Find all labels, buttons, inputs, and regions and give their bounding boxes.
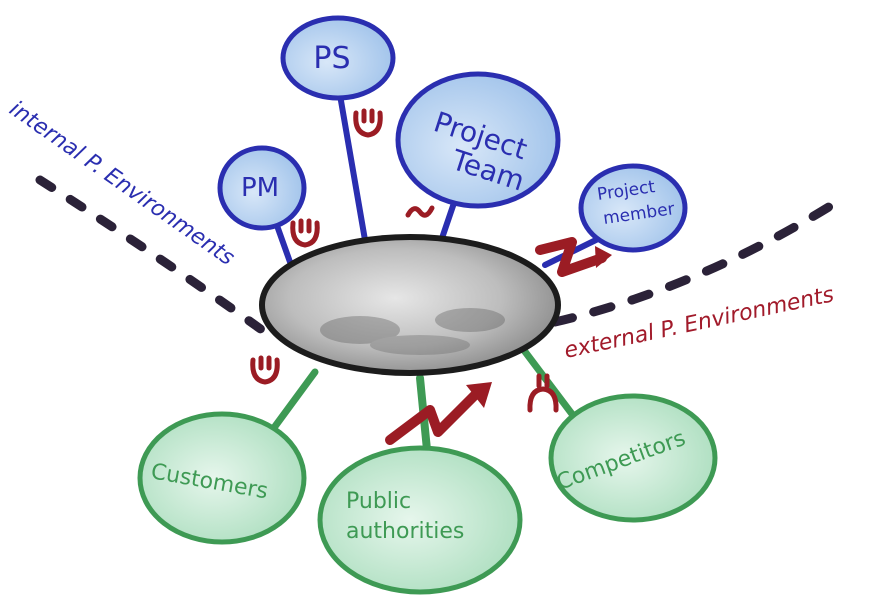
smiley-positive-icon	[290, 218, 320, 248]
stakeholder-pm-label: PM	[241, 173, 279, 203]
neutral-tilde-icon	[405, 205, 435, 218]
smiley-positive-icon	[250, 355, 280, 385]
stakeholder-public-authorities-label-line1: Public	[346, 489, 411, 514]
frown-negative-icon	[527, 373, 559, 413]
external-boundary-label: external P. Environments	[562, 282, 836, 364]
stakeholder-ps: PS	[280, 15, 396, 101]
smiley-positive-icon	[353, 108, 383, 138]
stakeholder-customers: Customers	[137, 411, 307, 545]
connector-ps	[337, 92, 368, 243]
project-core	[259, 234, 561, 376]
external-boundary-line	[550, 195, 845, 327]
stakeholder-public-authorities: Public authorities	[317, 445, 523, 595]
project-core-shading	[320, 308, 505, 355]
stakeholder-ps-label: PS	[313, 41, 350, 76]
arrowhead-icon	[595, 246, 612, 268]
rising-conflict-arrow-icon	[535, 237, 607, 277]
rising-conflict-arrow-icon	[385, 390, 480, 445]
stakeholder-pm: PM	[217, 145, 307, 231]
internal-boundary-line	[35, 175, 267, 335]
arrowhead-icon	[466, 382, 492, 408]
stakeholder-competitors: Competitors	[548, 393, 718, 523]
stakeholder-public-authorities-label-line2: authorities	[346, 519, 464, 544]
stakeholder-project-team: Project Team	[395, 71, 561, 209]
stakeholder-project-member: Project member	[578, 163, 688, 253]
